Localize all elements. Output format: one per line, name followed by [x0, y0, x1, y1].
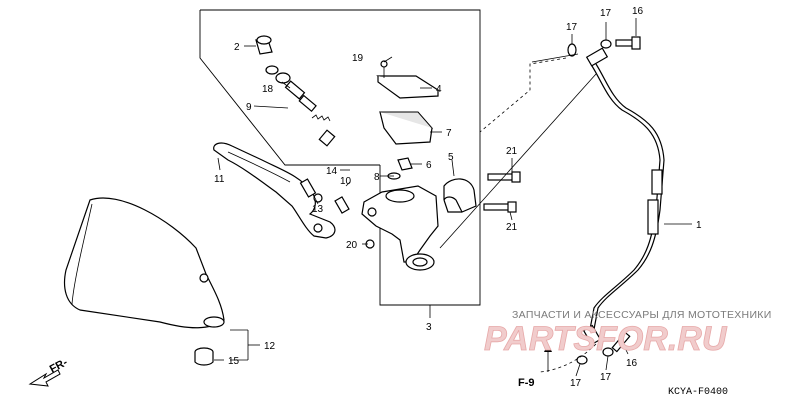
- callout-21-bottom: 21: [506, 222, 518, 233]
- callout-1: 1: [696, 220, 702, 231]
- callout-11: 11: [214, 174, 225, 185]
- master-cylinder-group-box: [199, 9, 481, 318]
- drawing-code: KCYA-F0400: [668, 387, 728, 398]
- callout-labels: 1 2 3 4 5 6 7 8 9 10 11 12 13 14 15 16 1…: [214, 6, 702, 389]
- banjo-bolts: [567, 36, 641, 365]
- collar: [194, 347, 214, 366]
- callout-16-top: 16: [632, 6, 644, 17]
- callout-2: 2: [234, 42, 240, 53]
- brake-lever: [213, 142, 336, 239]
- callout-15: 15: [228, 356, 240, 367]
- knuckle-guard: [63, 197, 225, 329]
- brake-hose: [582, 47, 665, 346]
- callout-20: 20: [346, 240, 358, 251]
- callout-16-bottom: 16: [626, 358, 638, 369]
- holder-bolts: [483, 171, 521, 213]
- front-arrow-label: FR-: [48, 356, 70, 375]
- callout-9: 9: [246, 102, 252, 113]
- callout-21-top: 21: [506, 146, 518, 157]
- section-ref-label: F-9: [518, 377, 535, 389]
- callout-12: 12: [264, 341, 276, 352]
- callout-18: 18: [262, 84, 274, 95]
- watermark-logo: PARTSFOR.RU: [484, 320, 728, 358]
- callout-3: 3: [426, 322, 432, 333]
- master-cylinder-body: [334, 185, 439, 271]
- callout-17-top-left: 17: [566, 22, 578, 33]
- piston-kit: [255, 35, 336, 147]
- callout-4: 4: [436, 84, 442, 95]
- callout-17-bottom-right: 17: [600, 372, 612, 383]
- callout-19: 19: [352, 53, 364, 64]
- callout-10: 10: [340, 176, 352, 187]
- callout-6-upper: 6: [426, 160, 432, 171]
- front-direction-arrow: FR-: [28, 356, 70, 387]
- leader-lines: [214, 18, 692, 377]
- section-ref-arrow: [544, 344, 552, 372]
- reservoir-cap: [376, 60, 440, 145]
- callout-14: 14: [326, 166, 338, 177]
- callout-5: 5: [448, 152, 454, 163]
- callout-17-top-right: 17: [600, 8, 612, 19]
- callout-13: 13: [312, 204, 324, 215]
- callout-17-bottom-left: 17: [570, 378, 582, 389]
- callout-7: 7: [446, 128, 452, 139]
- holder-clamp: [443, 178, 477, 213]
- callout-8: 8: [374, 172, 380, 183]
- watermark-text: ЗАПЧАСТИ И АКСЕССУАРЫ ДЛЯ МОТОТЕХНИКИ: [512, 309, 772, 321]
